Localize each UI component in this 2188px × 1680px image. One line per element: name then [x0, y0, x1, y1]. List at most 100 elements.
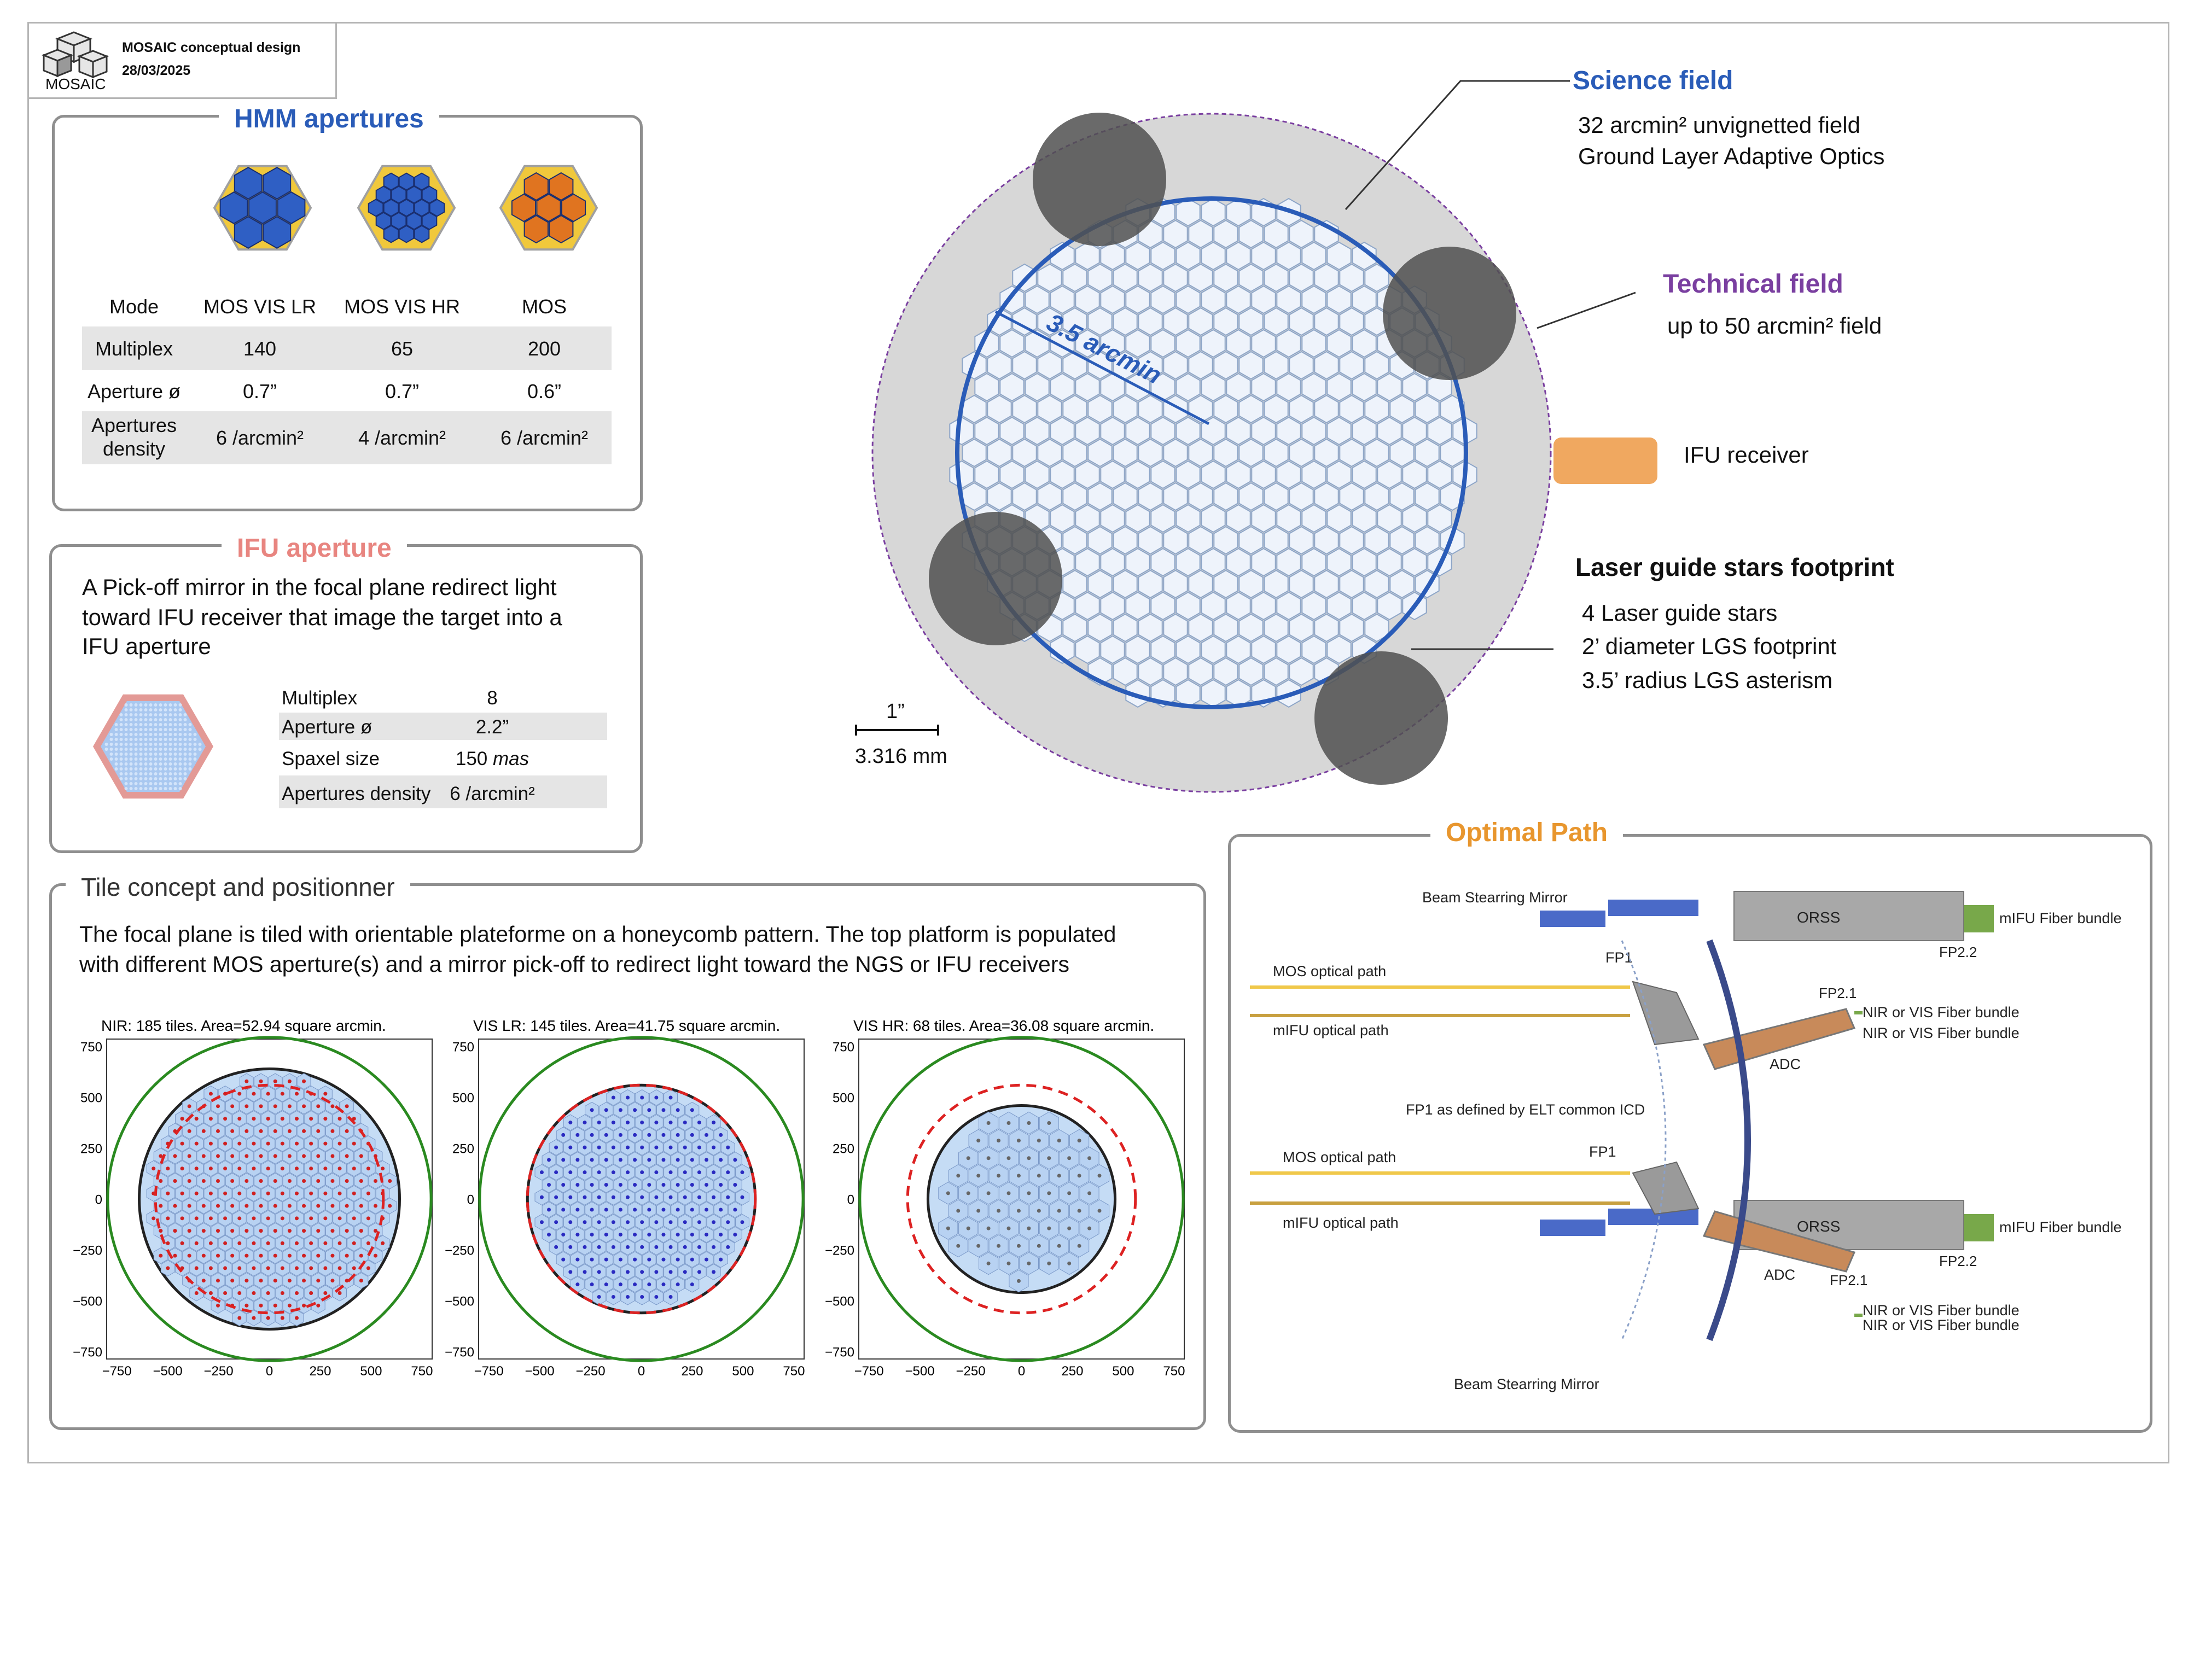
ifu-spaxel	[159, 772, 162, 775]
ifu-spaxel	[159, 762, 162, 766]
ifu-spaxel	[139, 752, 143, 756]
hmm-aperture	[391, 212, 407, 230]
ifu-spaxel	[178, 777, 182, 780]
focal-hex	[1125, 460, 1150, 489]
focal-hex	[1352, 547, 1377, 577]
focal-hex	[1163, 569, 1188, 599]
tile-aperture-dot	[352, 1166, 356, 1171]
tile-aperture-dot	[273, 1079, 277, 1083]
tile-aperture-dot	[223, 1191, 228, 1195]
focal-hex	[1301, 285, 1326, 314]
tile-aperture-dot	[568, 1195, 573, 1199]
tile-aperture-dot	[266, 1266, 270, 1270]
tile-aperture-dot	[266, 1117, 270, 1121]
ifu-spaxel	[134, 787, 138, 790]
ifu-spaxel	[119, 713, 123, 716]
tile-aperture-dot	[597, 1195, 601, 1199]
tile-aperture-dot	[230, 1279, 235, 1283]
tile-aperture-dot	[287, 1179, 292, 1183]
tile-aperture-dot	[230, 1204, 235, 1208]
hmm-aperture	[406, 212, 422, 230]
tile-aperture-dot	[266, 1166, 270, 1171]
tile-aperture-dot	[997, 1209, 1001, 1213]
ifu-spaxel	[134, 738, 138, 741]
tile-aperture-dot	[252, 1316, 256, 1320]
tile-aperture-dot	[302, 1154, 306, 1158]
tile-aperture-dot	[345, 1279, 349, 1283]
focal-hex	[999, 416, 1025, 446]
tile-aperture-dot	[597, 1145, 601, 1150]
focal-hex	[1326, 241, 1352, 271]
focal-hex	[1176, 372, 1201, 402]
tile-aperture-dot	[604, 1257, 608, 1262]
focal-hex	[1113, 482, 1138, 511]
tile-aperture-dot	[166, 1241, 170, 1245]
focal-hex	[1251, 460, 1276, 489]
tile-aperture-dot	[266, 1241, 270, 1245]
tile-aperture-dot	[273, 1229, 277, 1233]
ifu-spaxel	[129, 733, 133, 736]
tile-aperture-dot	[697, 1220, 701, 1224]
tile-aperture-dot	[626, 1121, 630, 1125]
tile-aperture-dot	[597, 1270, 601, 1274]
focal-hex	[974, 372, 999, 402]
ifu-spaxel	[119, 762, 123, 766]
hmm-aperture	[429, 199, 445, 217]
focal-hex	[1201, 547, 1226, 577]
tile-aperture-dot	[287, 1204, 292, 1208]
focal-hex	[1062, 263, 1087, 293]
ifu-spaxel	[164, 708, 167, 711]
ifu-spaxel	[168, 713, 172, 716]
hmm-aperture	[549, 214, 574, 244]
ifu-spaxel	[178, 782, 182, 785]
tile-aperture-dot	[611, 1220, 615, 1224]
ifu-spaxel	[193, 757, 197, 761]
tile-aperture-dot	[561, 1233, 566, 1237]
focal-hex	[1075, 416, 1100, 446]
tile-aperture-dot	[152, 1166, 156, 1171]
focal-hex	[1213, 394, 1238, 424]
y-tick-label: 500	[452, 1091, 474, 1106]
ifu-spaxel	[144, 713, 148, 716]
tile-aperture-dot	[201, 1129, 206, 1133]
ifu-spaxel	[139, 767, 143, 771]
ifu-spaxel	[164, 762, 167, 766]
ifu-spaxel	[159, 723, 162, 726]
tile-aperture-dot	[547, 1158, 551, 1162]
tile-aperture-dot	[373, 1229, 377, 1233]
focal-hex	[1176, 197, 1201, 227]
y-tick-label: −750	[445, 1345, 474, 1360]
ifu-spaxel	[173, 772, 177, 775]
ifu-spaxel	[134, 723, 138, 726]
ifu-spaxel	[134, 782, 138, 785]
focal-hex	[1075, 635, 1100, 664]
ifu-spaxel	[139, 748, 143, 751]
focal-hex	[1138, 657, 1163, 686]
focal-hex	[1389, 569, 1415, 599]
focal-hex	[1226, 372, 1251, 402]
tile-aperture-dot	[381, 1241, 385, 1245]
tile-aperture-dot	[590, 1257, 594, 1262]
focal-hex	[1188, 657, 1213, 686]
tile-aperture-dot	[152, 1216, 156, 1221]
table-cell: 6 /arcmin²	[500, 427, 589, 449]
tile-aperture-dot	[633, 1182, 637, 1187]
focal-hex	[1314, 263, 1339, 293]
ifu-spaxel	[173, 708, 177, 711]
tile-aperture-dot	[654, 1145, 659, 1150]
ifu-row-value: 2.2”	[475, 716, 509, 738]
tile-aperture-dot	[583, 1195, 587, 1199]
tile-aperture-dot	[690, 1233, 694, 1237]
tile-aperture-dot	[309, 1241, 313, 1245]
ifu-spaxel	[159, 752, 162, 756]
focal-hex	[1176, 416, 1201, 446]
ifu-spaxel	[164, 748, 167, 751]
focal-hex	[1238, 613, 1264, 643]
tile-aperture-dot	[1027, 1191, 1031, 1195]
ifu-row-value: 8	[487, 687, 498, 709]
tile-aperture-dot	[316, 1129, 321, 1133]
tile-aperture-dot	[1027, 1261, 1031, 1265]
tile-aperture-dot	[180, 1117, 184, 1121]
ifu-spaxel	[168, 777, 172, 780]
ifu-spaxel	[119, 733, 123, 736]
